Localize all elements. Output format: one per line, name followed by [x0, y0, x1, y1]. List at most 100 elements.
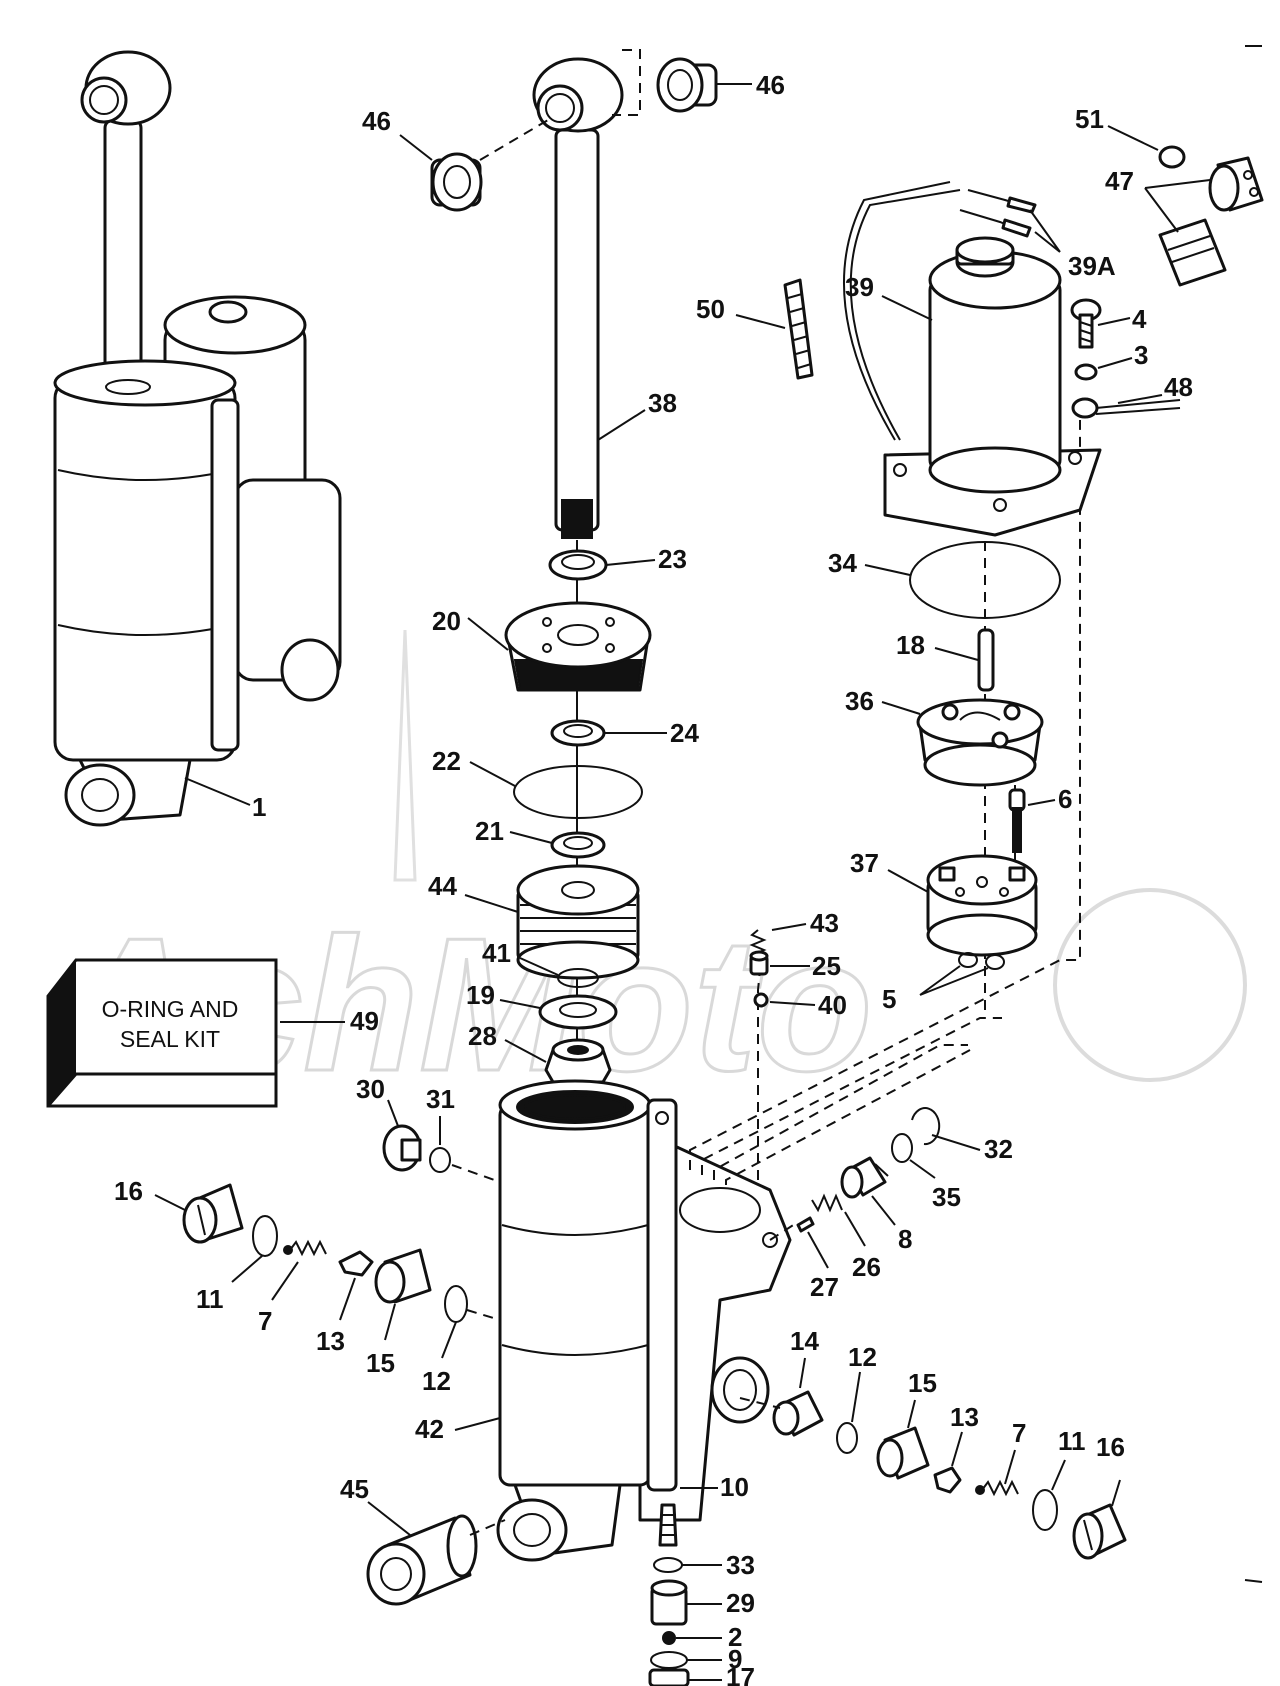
callout-34: 34 — [828, 548, 857, 578]
screw-4 — [1070, 298, 1102, 349]
o-ring-11-right — [1032, 1489, 1058, 1531]
o-ring-33 — [653, 1557, 683, 1573]
nut-28 — [544, 1038, 612, 1084]
o-ring-9 — [650, 1651, 688, 1669]
spring-7-right — [975, 1479, 1019, 1497]
callout-25: 25 — [812, 951, 841, 981]
seal-kit-label: O-RING AND SEAL KIT — [101, 996, 239, 1052]
callout-39a: 39A — [1068, 251, 1116, 281]
callout-31: 31 — [426, 1084, 455, 1114]
o-ring-22 — [513, 765, 643, 819]
cylinder-body-42 — [496, 1079, 792, 1562]
valve-29 — [650, 1579, 688, 1626]
o-ring-31 — [429, 1147, 451, 1173]
fitting-10 — [658, 1503, 678, 1547]
callout-22: 22 — [432, 746, 461, 776]
seal-23 — [548, 549, 608, 581]
tilt-ram-shaft — [532, 57, 624, 539]
callout-39: 39 — [845, 272, 874, 302]
valve-seat-15-left — [374, 1248, 432, 1304]
plug-51 — [1158, 145, 1186, 169]
screw-6 — [1008, 788, 1026, 853]
spring-26 — [811, 1193, 843, 1213]
callout-8: 8 — [898, 1224, 912, 1254]
callout-7-left: 7 — [258, 1306, 272, 1336]
callout-29: 29 — [726, 1588, 755, 1618]
piston-44 — [516, 864, 640, 980]
callout-41: 41 — [482, 938, 511, 968]
callout-47: 47 — [1105, 166, 1134, 196]
ground-lead-48 — [1071, 397, 1181, 419]
o-ring-11-left — [252, 1215, 278, 1257]
ball-40 — [753, 992, 769, 1008]
callout-10: 10 — [720, 1472, 749, 1502]
callout-19: 19 — [466, 980, 495, 1010]
callout-26: 26 — [852, 1252, 881, 1282]
pin-27 — [796, 1216, 815, 1233]
callout-5: 5 — [882, 984, 896, 1014]
plug-17 — [648, 1668, 690, 1686]
callout-43: 43 — [810, 908, 839, 938]
bushing-46-right — [656, 57, 718, 113]
plug-16-right — [1072, 1503, 1127, 1560]
callout-38: 38 — [648, 388, 677, 418]
callout-35: 35 — [932, 1182, 961, 1212]
terminals-39a — [959, 189, 1037, 238]
callout-14: 14 — [790, 1326, 819, 1356]
callout-32: 32 — [984, 1134, 1013, 1164]
callout-46-right: 46 — [756, 70, 785, 100]
callout-37: 37 — [850, 848, 879, 878]
callout-11-right: 11 — [1058, 1426, 1086, 1456]
callout-21: 21 — [475, 816, 504, 846]
washer-3 — [1074, 363, 1098, 381]
seal-kit-box — [46, 958, 278, 1108]
callout-46-left: 46 — [362, 106, 391, 136]
washer-19 — [538, 994, 618, 1030]
callout-20: 20 — [432, 606, 461, 636]
pump-36 — [916, 698, 1044, 787]
o-ring-34 — [909, 541, 1061, 619]
callout-44: 44 — [428, 871, 457, 901]
seal-24 — [550, 719, 606, 747]
valve-14 — [772, 1390, 824, 1437]
callout-51: 51 — [1075, 104, 1104, 134]
callout-12-right: 12 — [848, 1342, 877, 1372]
callout-11-left: 11 — [196, 1284, 224, 1314]
o-ring-35 — [891, 1133, 913, 1163]
assembled-trim-unit — [53, 50, 342, 827]
valve-8 — [840, 1156, 889, 1199]
bushing-46-left — [430, 152, 483, 212]
spool-25 — [749, 950, 769, 976]
callout-4: 4 — [1132, 304, 1147, 334]
plug-16-left — [182, 1183, 244, 1244]
callout-16-left: 16 — [114, 1176, 143, 1206]
callout-13-right: 13 — [950, 1402, 979, 1432]
callout-50: 50 — [696, 294, 725, 324]
callout-12-left: 12 — [422, 1366, 451, 1396]
callout-13-left: 13 — [316, 1326, 345, 1356]
connector-47-socket — [1158, 218, 1227, 287]
callout-15-right: 15 — [908, 1368, 937, 1398]
callout-6: 6 — [1058, 784, 1072, 814]
callout-15-left: 15 — [366, 1348, 395, 1378]
valve-seat-15-right — [876, 1426, 930, 1480]
plug-30 — [382, 1124, 422, 1172]
spring-7-left — [283, 1239, 327, 1257]
callout-48: 48 — [1164, 372, 1193, 402]
callout-42: 42 — [415, 1414, 444, 1444]
pump-base-37 — [926, 854, 1038, 957]
callout-9: 9 — [728, 1644, 742, 1674]
callout-18: 18 — [896, 630, 925, 660]
o-ring-12-left — [444, 1285, 468, 1323]
check-valve-13-right — [933, 1466, 962, 1494]
motor-39 — [843, 181, 1102, 537]
retaining-ring-32 — [911, 1107, 941, 1146]
callout-45: 45 — [340, 1474, 369, 1504]
wire-sleeve-50 — [783, 278, 814, 380]
callout-1: 1 — [252, 792, 266, 822]
callout-16-right: 16 — [1096, 1432, 1125, 1462]
callout-33: 33 — [726, 1550, 755, 1580]
drive-shaft-18 — [977, 628, 995, 692]
o-rings-5 — [958, 952, 1005, 970]
